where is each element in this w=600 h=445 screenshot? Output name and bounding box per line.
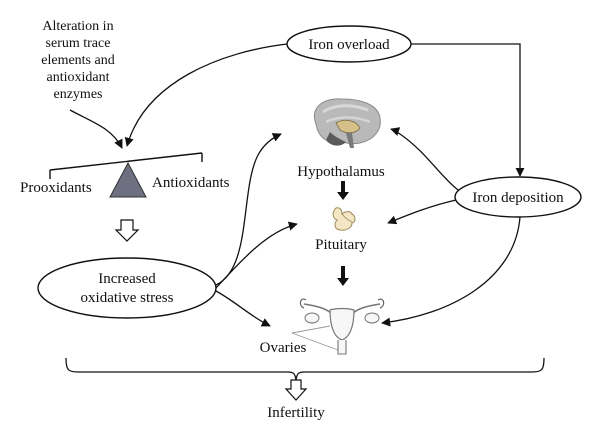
balance-fulcrum-icon	[109, 161, 147, 198]
arrow-overload-to-deposition	[411, 43, 525, 177]
arrow-stress-to-hypothalamus	[215, 133, 282, 286]
iron-deposition-label: Iron deposition	[472, 190, 564, 206]
arrow-deposition-to-pituitary	[387, 199, 457, 225]
balance-beam	[49, 152, 203, 171]
alteration-line-4: antioxidant	[47, 70, 110, 85]
oxidative-stress-node: Increased oxidative stress	[37, 257, 217, 319]
ovaries-label: Ovaries	[260, 340, 307, 356]
arrow-deposition-to-ovaries	[381, 216, 521, 327]
oxidative-stress-line-2: oxidative stress	[81, 290, 174, 306]
alteration-line-1: Alteration in	[42, 19, 113, 34]
alteration-line-3: elements and	[41, 53, 114, 68]
pituitary-gland-icon	[332, 207, 356, 231]
arrow-overload-to-balance	[124, 43, 288, 147]
alteration-line-2: serum trace	[46, 36, 111, 51]
oxidative-stress-ellipse	[37, 257, 217, 319]
uterus-ovaries-icon	[291, 298, 385, 355]
pituitary-label: Pituitary	[315, 237, 367, 253]
arrow-hypothalamus-to-pituitary	[337, 181, 349, 200]
balance-scale	[49, 152, 203, 198]
alteration-text-block: Alteration in serum trace elements and a…	[41, 19, 114, 102]
arrow-stress-to-ovaries	[215, 290, 271, 327]
iron-overload-node: Iron overload	[286, 25, 412, 63]
brain-icon	[314, 98, 381, 148]
oxidative-stress-line-1: Increased	[98, 271, 156, 287]
hypothalamus-label: Hypothalamus	[297, 164, 385, 180]
arrow-stress-to-pituitary	[215, 221, 298, 289]
antioxidants-label: Antioxidants	[152, 175, 230, 191]
iron-deposition-ellipse	[454, 176, 582, 218]
prooxidants-label: Prooxidants	[20, 180, 92, 196]
hollow-arrow-to-stress	[114, 219, 140, 242]
arrow-pituitary-to-ovaries	[337, 266, 349, 286]
arrow-alteration-to-balance	[69, 109, 123, 149]
alteration-line-5: enzymes	[54, 87, 103, 102]
bottom-brace	[65, 357, 545, 381]
iron-overload-label: Iron overload	[308, 37, 390, 53]
iron-deposition-node: Iron deposition	[454, 176, 582, 218]
infertility-label: Infertility	[267, 405, 325, 421]
hollow-arrow-to-infertility	[284, 379, 308, 401]
arrow-deposition-to-hypothalamus	[390, 127, 459, 191]
